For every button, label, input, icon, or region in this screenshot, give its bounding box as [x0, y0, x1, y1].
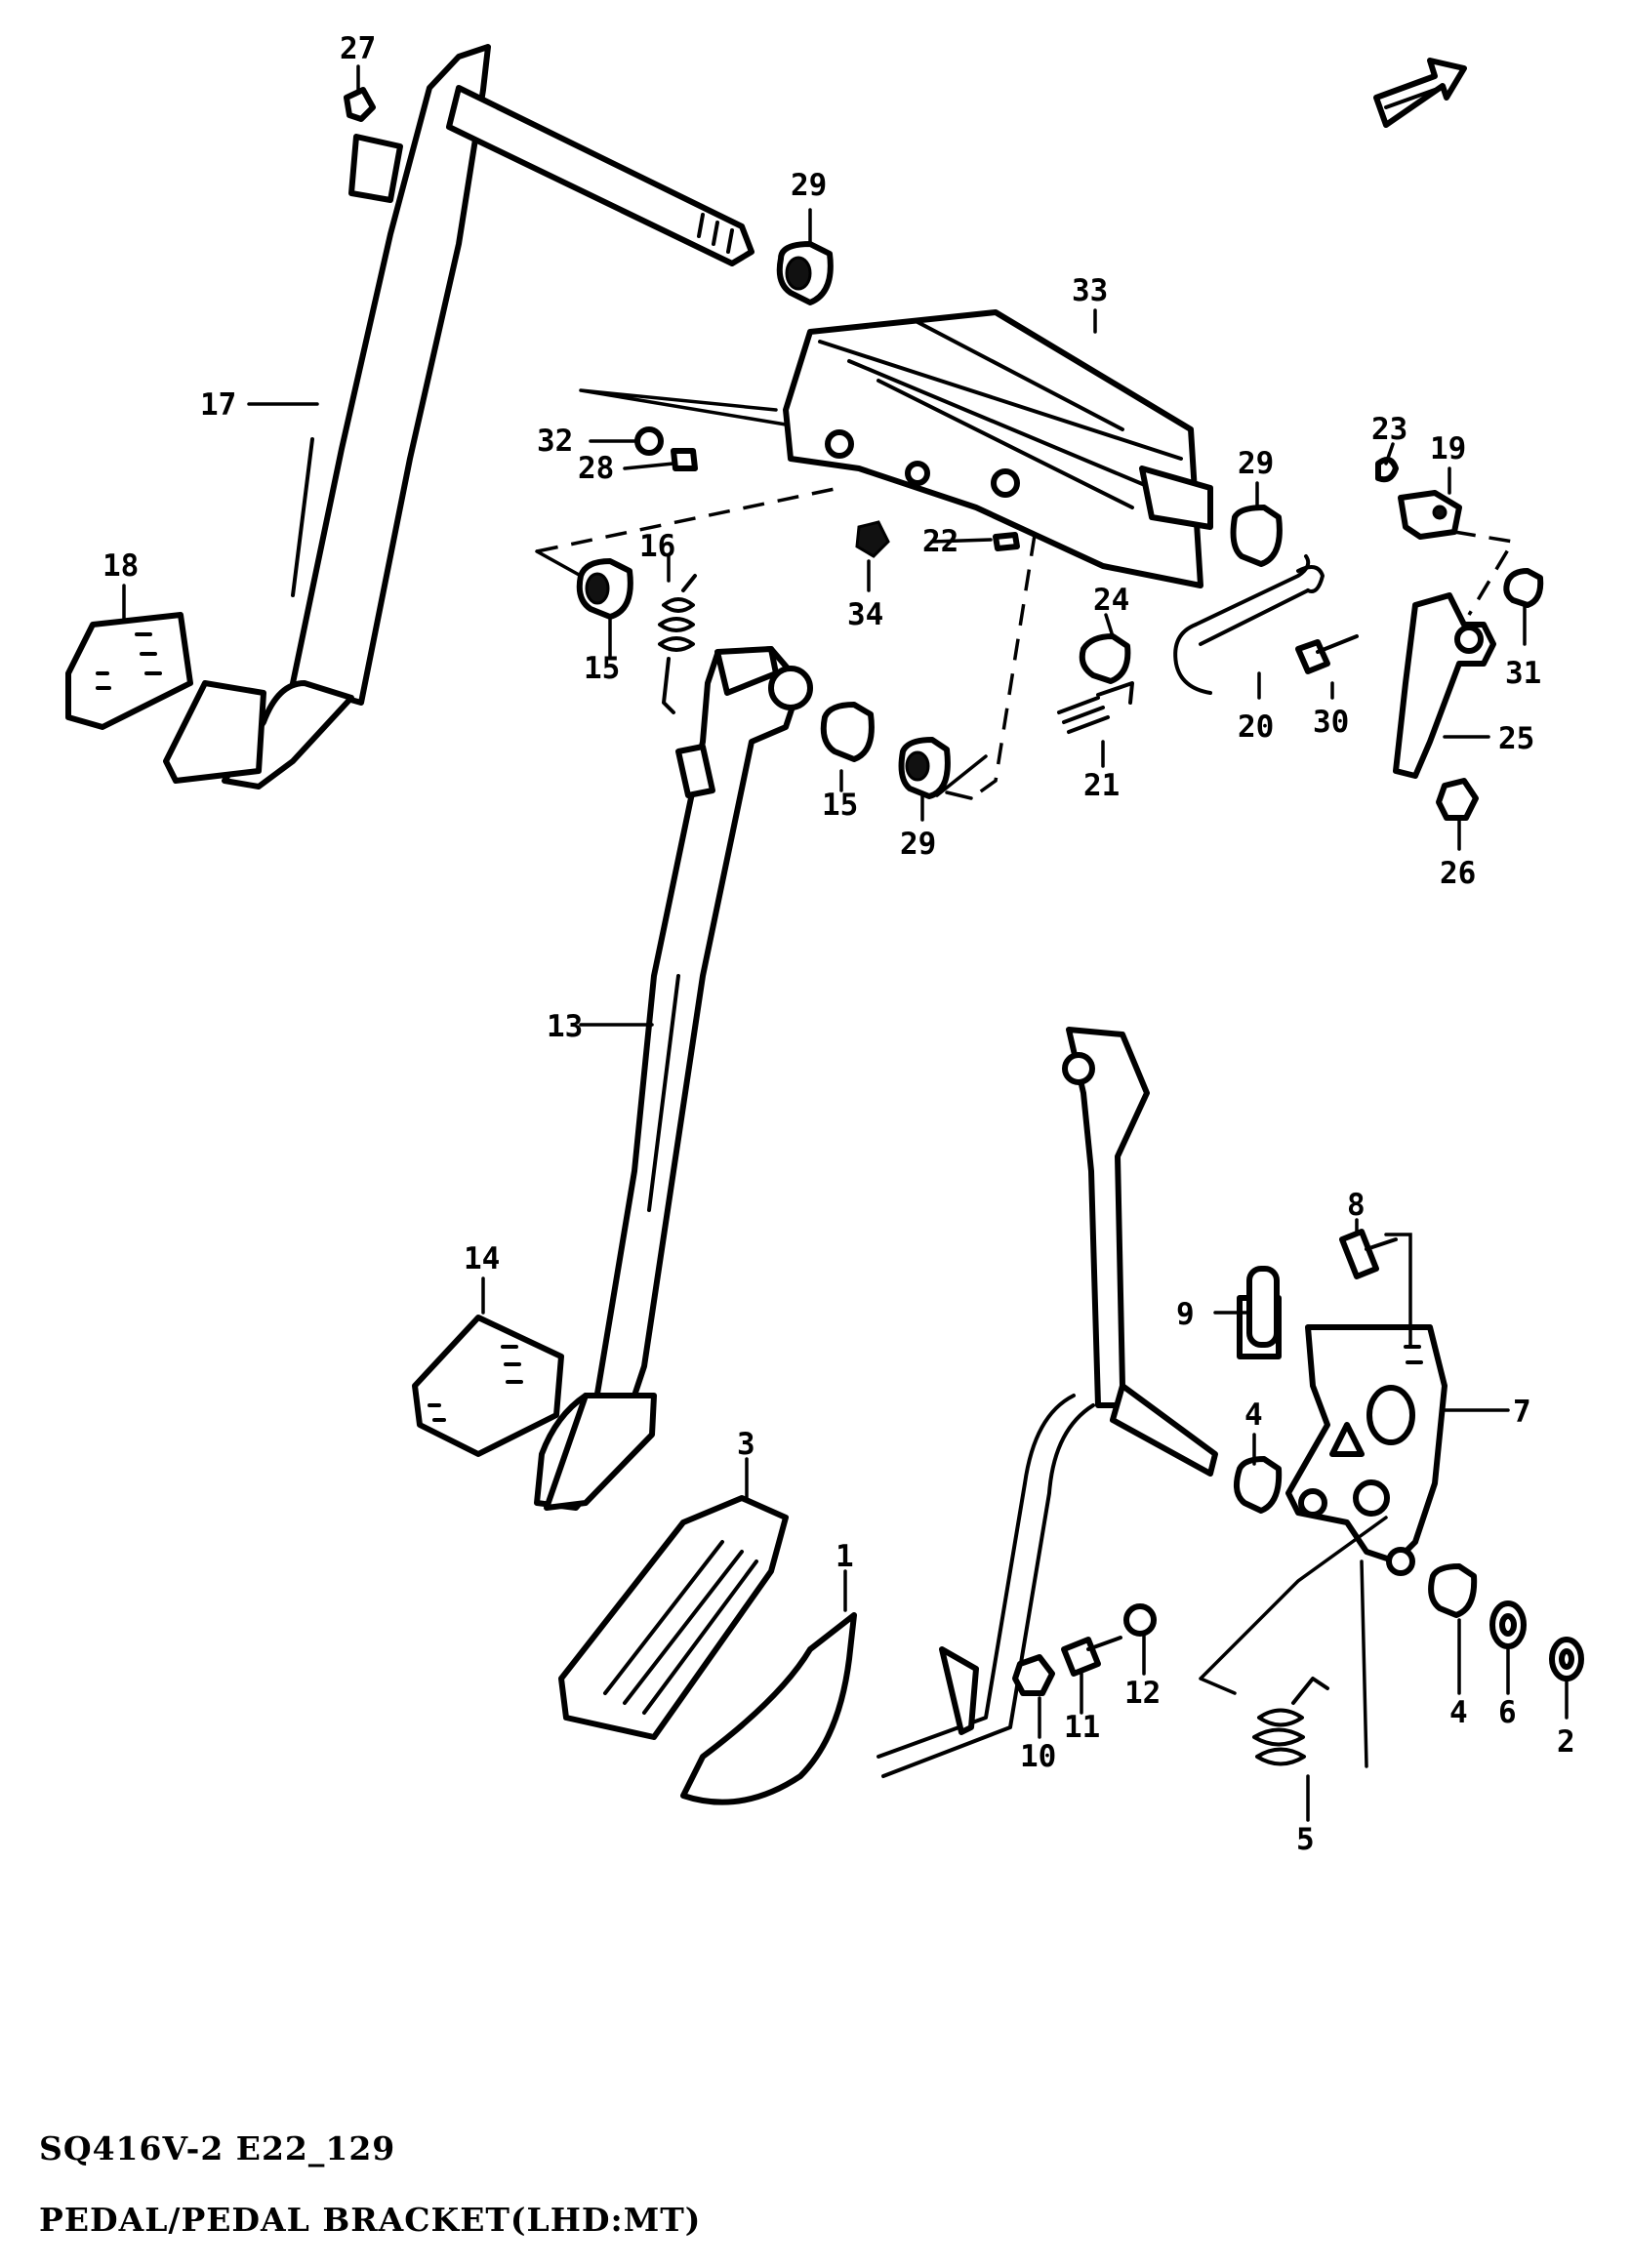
part-12-washer — [1123, 1603, 1157, 1637]
callout-9: 9 — [1176, 1297, 1195, 1332]
callout-6: 6 — [1498, 1695, 1517, 1730]
part-19-switch — [1398, 490, 1462, 540]
part-33-pedal-bracket — [783, 309, 1213, 588]
part-7-bracket — [1237, 1295, 1448, 1576]
callout-3: 3 — [737, 1427, 755, 1462]
callout-15-lower: 15 — [822, 788, 858, 823]
diagram-title: PEDAL/PEDAL BRACKET(LHD:MT) — [39, 2201, 702, 2239]
part-4-bushing-upper — [1233, 1456, 1283, 1514]
part-13-clutch-pedal — [534, 646, 813, 1511]
part-29-bushing-lower — [898, 737, 951, 799]
callout-18: 18 — [102, 548, 139, 584]
callout-32: 32 — [537, 424, 573, 459]
part-26-nut — [1436, 778, 1479, 821]
part-6-washer — [1489, 1600, 1527, 1649]
callout-20: 20 — [1238, 709, 1274, 745]
callout-34: 34 — [847, 597, 883, 632]
part-5-spring — [1252, 1677, 1329, 1766]
part-24-bushing — [1079, 633, 1131, 684]
callout-22: 22 — [922, 524, 958, 559]
callout-10: 10 — [1020, 1739, 1056, 1774]
callout-1: 1 — [836, 1539, 854, 1574]
callout-28: 28 — [578, 451, 614, 486]
callout-11: 11 — [1064, 1710, 1100, 1745]
part-28-bolt — [671, 448, 698, 471]
part-4-bushing-lower — [1428, 1563, 1478, 1618]
callout-14: 14 — [464, 1241, 500, 1276]
part-9-grommet — [1246, 1266, 1280, 1348]
part-30-bolt — [1295, 634, 1359, 674]
callout-12: 12 — [1124, 1676, 1161, 1711]
callout-25: 25 — [1498, 721, 1534, 756]
part-25-lever — [1393, 592, 1496, 779]
callout-29-lower: 29 — [900, 827, 936, 862]
callout-labels: 27 17 18 29 33 32 28 34 22 29 23 19 31 2… — [102, 31, 1575, 1857]
part-32-washer — [634, 426, 664, 456]
callout-30: 30 — [1313, 705, 1349, 740]
part-23-clip — [1375, 457, 1399, 483]
callout-19: 19 — [1430, 431, 1466, 466]
callout-7: 7 — [1513, 1395, 1531, 1430]
part-20-rod — [1173, 554, 1325, 695]
part-22-pin — [993, 532, 1020, 551]
callout-4-lower: 4 — [1449, 1695, 1468, 1730]
part-27-clip — [344, 87, 376, 122]
front-arrow-icon — [1373, 58, 1467, 128]
part-8-bolt — [1339, 1229, 1398, 1279]
callout-17: 17 — [200, 387, 236, 423]
callout-13: 13 — [547, 1009, 583, 1044]
part-29-bushing-top — [776, 241, 834, 305]
callout-15-left: 15 — [584, 651, 620, 686]
part-21-spring — [1057, 681, 1134, 734]
leader-lines — [122, 64, 1569, 1822]
callout-29-right: 29 — [1238, 446, 1274, 481]
callout-4-upper: 4 — [1244, 1397, 1263, 1433]
part-1-accelerator-arm — [680, 1027, 1218, 1805]
callout-8: 8 — [1347, 1188, 1366, 1223]
part-15-bushing-left — [576, 558, 633, 620]
part-34-nut — [855, 520, 890, 558]
part-11-bolt — [1061, 1636, 1122, 1677]
callout-2: 2 — [1557, 1724, 1575, 1760]
callout-31: 31 — [1505, 656, 1541, 691]
part-29-bushing-right — [1230, 505, 1283, 567]
part-10-nut — [1012, 1654, 1055, 1696]
part-15-bushing-lower — [820, 702, 875, 762]
callout-16: 16 — [639, 529, 675, 564]
part-3-pedal-pad — [558, 1495, 789, 1740]
callout-33: 33 — [1072, 273, 1108, 308]
callout-26: 26 — [1440, 856, 1476, 891]
model-code: SQ416V-2 E22_129 — [39, 2129, 396, 2167]
callout-24: 24 — [1093, 583, 1129, 618]
callout-5: 5 — [1296, 1822, 1315, 1857]
part-18-pedal-pad — [65, 612, 193, 730]
callout-23: 23 — [1371, 412, 1407, 447]
callout-29-top: 29 — [791, 168, 827, 203]
callout-21: 21 — [1083, 768, 1120, 803]
part-31-bushing — [1503, 568, 1544, 608]
part-2-clip — [1549, 1637, 1584, 1681]
part-16-spring — [658, 574, 697, 714]
part-14-pedal-pad — [412, 1315, 564, 1457]
part-17-pedal-arm — [163, 44, 754, 790]
callout-27: 27 — [340, 31, 376, 66]
